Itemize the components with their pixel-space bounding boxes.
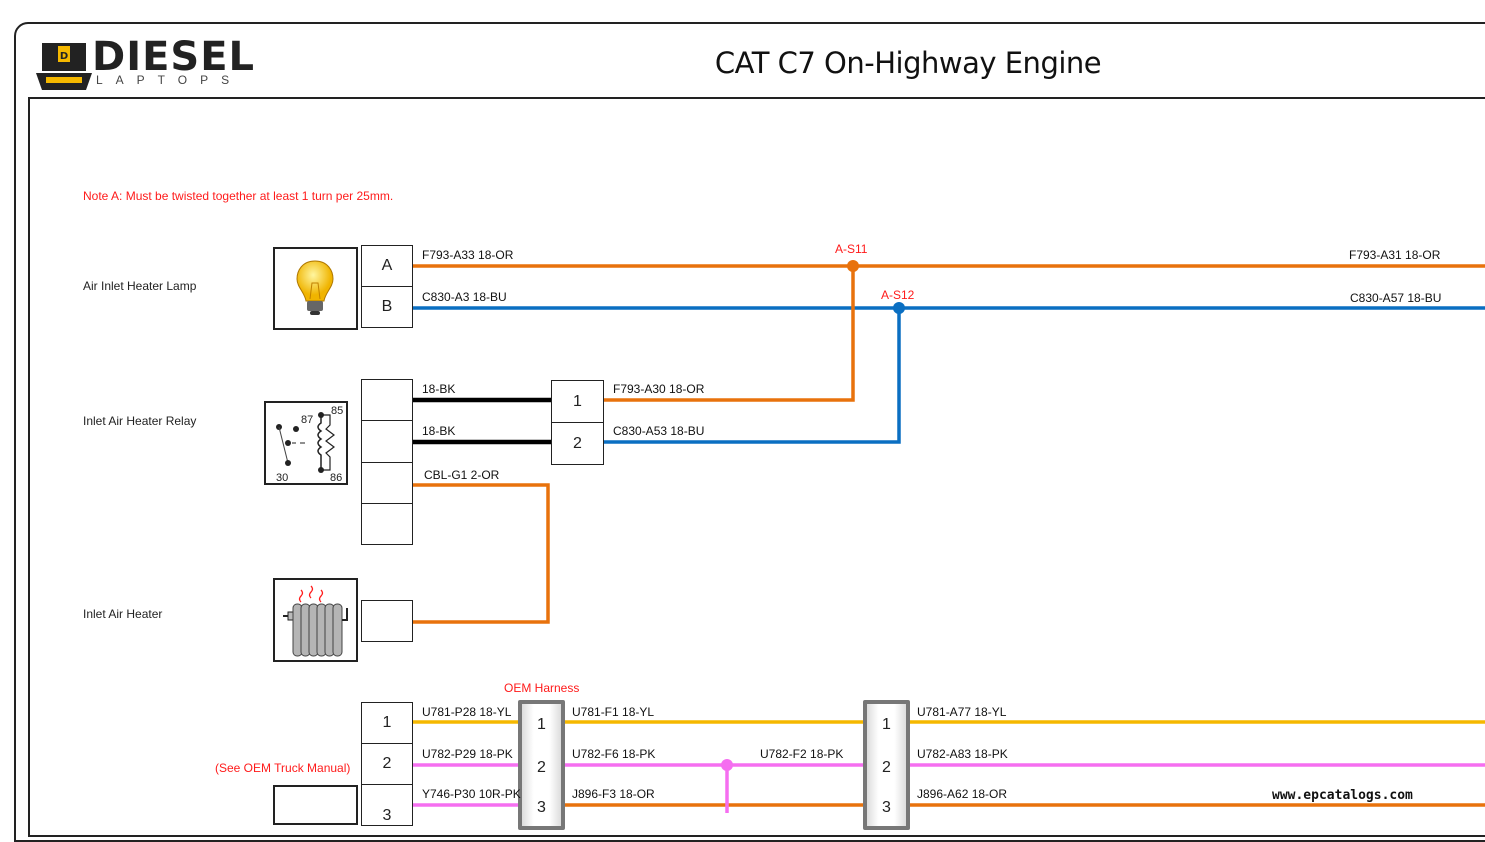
wire-label-right-1: U781-A77 18-YL [917, 705, 1007, 719]
logo-subtitle: LAPTOPS [96, 73, 243, 87]
conn-pin-2: 2 [551, 422, 604, 465]
diesel-laptops-logo: D [34, 38, 254, 94]
wire-label-right-bu: C830-A57 18-BU [1350, 291, 1442, 305]
heater-icon [283, 585, 348, 657]
logo-wordmark: DIESEL [92, 34, 256, 80]
watermark-url: www.epcatalogs.com [1272, 788, 1413, 803]
wire-label-lamp-b: C830-A3 18-BU [422, 290, 507, 304]
label-inlet-air-heater-relay: Inlet Air Heater Relay [83, 414, 197, 428]
relay-pin-1 [361, 379, 413, 421]
heater-pin [361, 600, 413, 642]
conn-pin-1: 1 [551, 380, 604, 423]
wire-label-conn-bu: C830-A53 18-BU [613, 424, 705, 438]
wire-label-mid-1: U781-F1 18-YL [572, 705, 655, 719]
oem-device [273, 785, 358, 825]
label-oem-harness: OEM Harness [504, 681, 580, 695]
splice-pk [721, 759, 733, 771]
wire-cbl-g1 [412, 483, 550, 624]
splice-a-s11 [847, 260, 859, 272]
heater-device [273, 578, 358, 662]
wire-label-mid-2b: U782-F2 18-PK [760, 747, 844, 761]
wiring-diagram [412, 260, 1485, 813]
wire-label-right-or: F793-A31 18-OR [1349, 248, 1441, 262]
oem-harness-connector-1: 1 2 3 [518, 700, 565, 830]
relay-terminal-86: 86 [330, 472, 342, 483]
relay-pin-3 [361, 462, 413, 504]
light-bulb-icon [296, 260, 334, 315]
relay-pin-2 [361, 420, 413, 463]
splice-a-s12 [893, 302, 905, 314]
splice-label-s12: A-S12 [881, 288, 915, 302]
label-see-oem-manual: (See OEM Truck Manual) [215, 761, 351, 775]
harness2-pin-1: 1 [882, 716, 891, 733]
wire-label-cbl-g1: CBL-G1 2-OR [424, 468, 500, 482]
relay-terminal-87: 87 [301, 414, 313, 426]
splice-label-s11: A-S11 [835, 242, 868, 256]
note-a: Note A: Must be twisted together at leas… [83, 189, 394, 203]
wire-label-right-3: J896-A62 18-OR [917, 787, 1008, 801]
harness1-pin-3: 3 [537, 799, 546, 816]
relay-device: 87 85 30 86 [264, 401, 348, 485]
relay-terminal-30: 30 [276, 472, 288, 483]
relay-terminal-85: 85 [331, 405, 343, 417]
wire-label-lamp-a: F793-A33 18-OR [422, 248, 514, 262]
wire-conn-bu [603, 308, 901, 444]
wire-label-conn-or: F793-A30 18-OR [613, 382, 705, 396]
wire-label-oem-2: U782-P29 18-PK [422, 747, 513, 761]
wire-label-mid-2: U782-F6 18-PK [572, 747, 656, 761]
label-air-inlet-heater-lamp: Air Inlet Heater Lamp [83, 279, 197, 293]
wire-conn-or [603, 266, 855, 402]
wire-label-relay-bk2: 18-BK [422, 424, 456, 438]
wire-label-oem-1: U781-P28 18-YL [422, 705, 512, 719]
harness1-pin-1: 1 [537, 716, 546, 733]
oem-pin-1: 1 [361, 702, 413, 744]
wire-label-mid-3: J896-F3 18-OR [572, 787, 655, 801]
oem-pin-2: 2 [361, 743, 413, 785]
lamp-pin-b: B [361, 286, 413, 328]
svg-text:D: D [60, 51, 68, 62]
oem-harness-connector-2: 1 2 3 [863, 700, 910, 830]
wire-label-relay-bk1: 18-BK [422, 382, 456, 396]
harness2-pin-2: 2 [882, 759, 891, 776]
toolbox-icon: D [36, 43, 92, 90]
lamp-pin-a: A [361, 245, 413, 287]
harness1-pin-2: 2 [537, 759, 546, 776]
wire-label-oem-3: Y746-P30 10R-PK [422, 787, 521, 801]
harness2-pin-3: 3 [882, 799, 891, 816]
relay-pin-4 [361, 503, 413, 545]
wire-label-right-2: U782-A83 18-PK [917, 747, 1008, 761]
oem-pin-3: 3 [361, 784, 413, 826]
relay-icon: 87 85 30 86 [276, 405, 343, 483]
label-inlet-air-heater: Inlet Air Heater [83, 607, 163, 621]
lamp-device [273, 247, 358, 330]
page-title: CAT C7 On-Highway Engine [714, 46, 1102, 80]
